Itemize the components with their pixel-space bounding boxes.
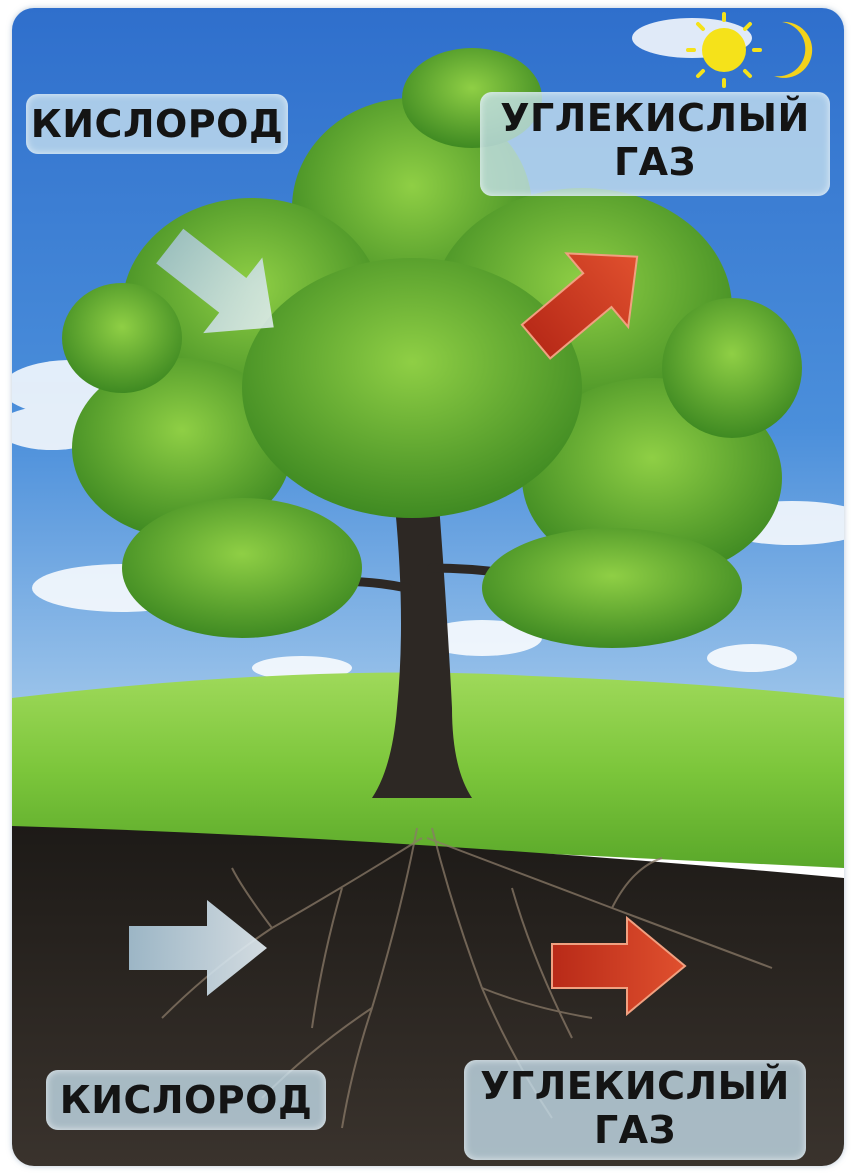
label-text-line2: ГАЗ <box>480 140 830 184</box>
carbon-dioxide-label-top: УГЛЕКИСЛЫЙ ГАЗ <box>480 92 830 196</box>
label-text-line1: УГЛЕКИСЛЫЙ <box>480 96 830 140</box>
label-text-line2: ГАЗ <box>464 1108 806 1152</box>
label-text-line1: УГЛЕКИСЛЫЙ <box>464 1064 806 1108</box>
label-text: КИСЛОРОД <box>46 1070 326 1130</box>
tree-gas-exchange-card: КИСЛОРОД УГЛЕКИСЛЫЙ ГАЗ КИСЛОРОД УГЛЕКИС… <box>12 8 844 1166</box>
carbon-dioxide-label-bottom: УГЛЕКИСЛЫЙ ГАЗ <box>464 1060 806 1160</box>
oxygen-label-top: КИСЛОРОД <box>26 94 288 154</box>
label-text: КИСЛОРОД <box>26 94 288 154</box>
oxygen-label-bottom: КИСЛОРОД <box>46 1070 326 1130</box>
